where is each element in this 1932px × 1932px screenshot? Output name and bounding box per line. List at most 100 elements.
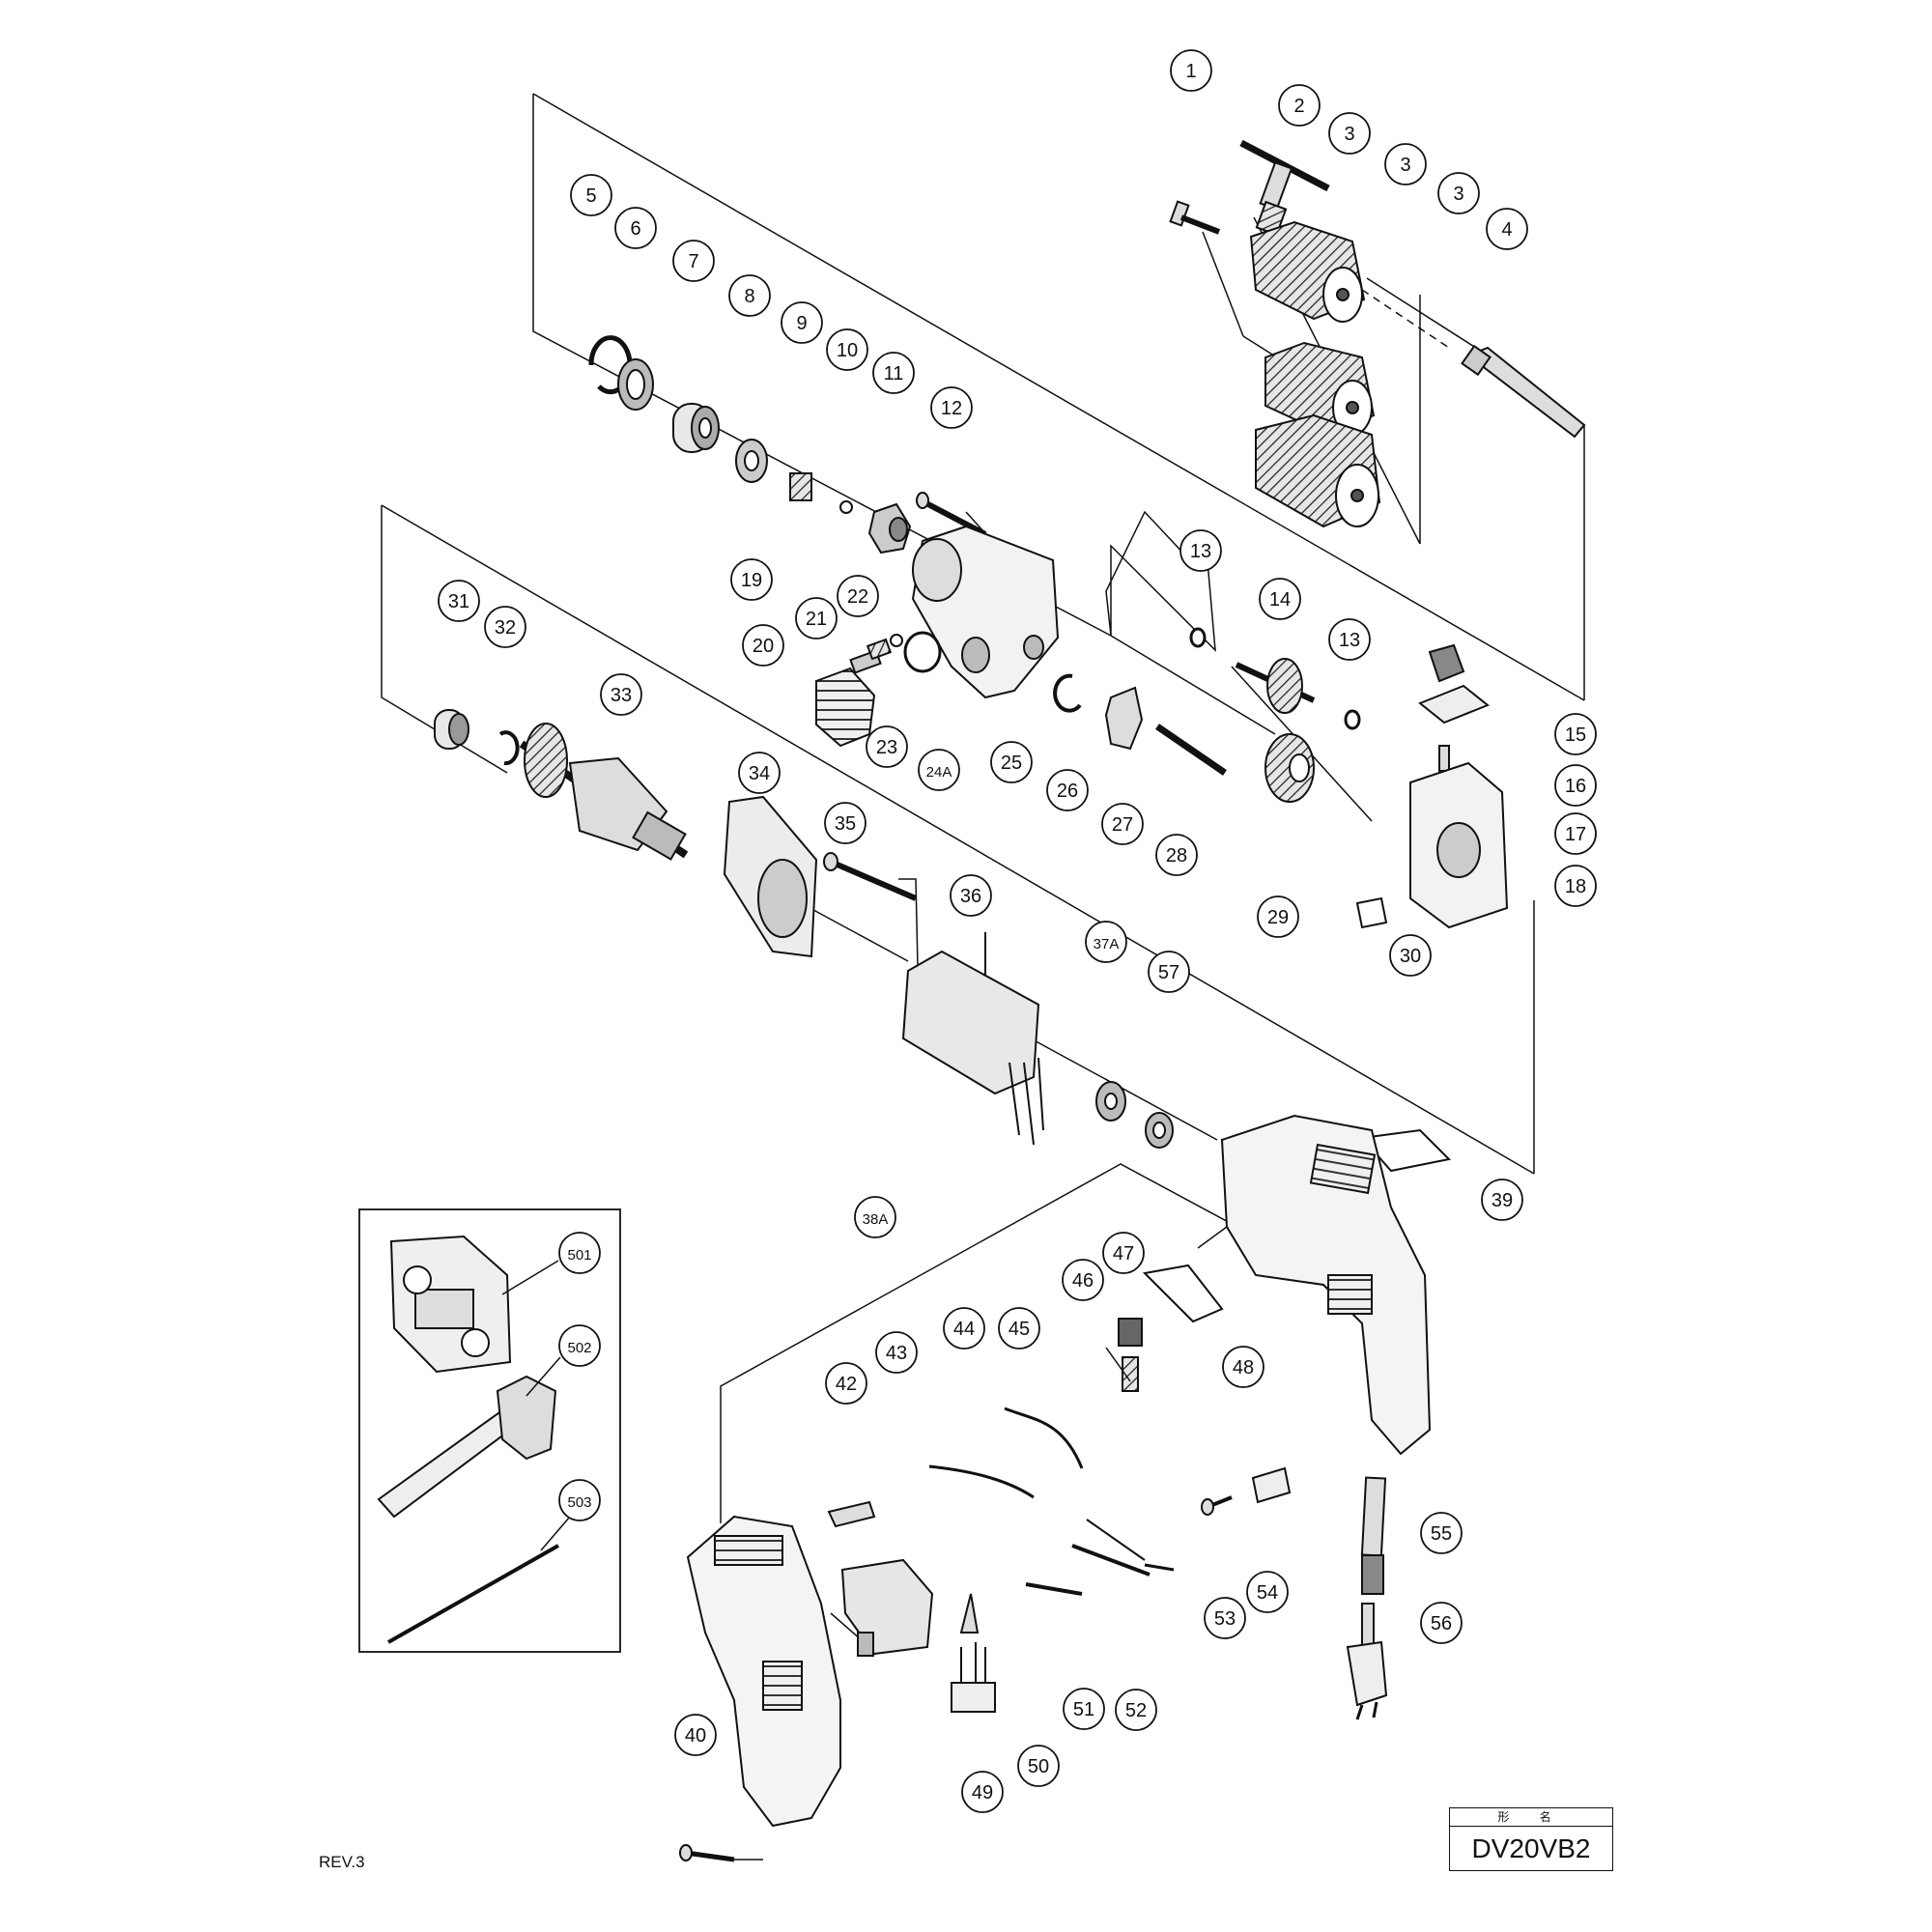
callout-8: 8: [728, 274, 771, 317]
callout-22: 22: [837, 575, 879, 617]
part-gear-29: [1264, 733, 1315, 803]
callout-23: 23: [866, 725, 908, 768]
callout-circle: [1062, 1259, 1104, 1301]
callout-circle: [1259, 578, 1301, 620]
part-label-39: [1360, 1128, 1452, 1173]
callout-circle: [1384, 143, 1427, 185]
part-side-handle-502: [377, 1375, 557, 1519]
callout-label: 39: [1492, 1190, 1513, 1211]
callout-circle: [918, 749, 960, 791]
part-stator: [901, 932, 1044, 1146]
callout-circle: [875, 1331, 918, 1374]
part-lever-27: [1104, 686, 1144, 751]
part-armature: [519, 723, 689, 861]
part-brush-47: [1118, 1318, 1143, 1347]
callout-label: 57: [1158, 962, 1179, 983]
part-housing-left: [686, 1515, 841, 1828]
callout-circle: [1257, 895, 1299, 938]
callout-label: 44: [953, 1319, 975, 1340]
callout-14: 14: [1259, 578, 1301, 620]
callout-label: 8: [744, 286, 754, 307]
callout-circle: [614, 207, 657, 249]
part-lead-52: [1071, 1519, 1175, 1577]
callout-label: 6: [630, 218, 640, 240]
callout-circle: [1101, 803, 1144, 845]
callout-30: 30: [1389, 934, 1432, 977]
part-pin-28: [1155, 724, 1227, 776]
callout-19: 19: [730, 558, 773, 601]
callout-circle: [558, 1324, 601, 1367]
callout-39: 39: [1481, 1179, 1523, 1221]
part-knob-20: [815, 667, 876, 748]
part-bearing-7: [672, 403, 720, 453]
callout-label: 11: [884, 363, 904, 384]
part-c-ring-26: [1053, 673, 1082, 713]
callout-label: 12: [941, 398, 962, 419]
callout-circle: [600, 673, 642, 716]
callout-label: 15: [1565, 724, 1586, 746]
callout-501: 501: [558, 1232, 601, 1274]
callout-label: 4: [1501, 219, 1512, 241]
callout-circle: [866, 725, 908, 768]
part-clip-42: [827, 1500, 876, 1528]
callout-circle: [854, 1196, 896, 1238]
callout-circle: [1554, 713, 1597, 755]
part-gear-cover: [911, 525, 1060, 699]
callout-circle: [1328, 112, 1371, 155]
part-retaining-ring-5: [588, 335, 633, 395]
callout-label: 25: [1001, 753, 1022, 774]
revision-label: REV.3: [319, 1853, 365, 1871]
callout-18: 18: [1554, 865, 1597, 907]
callout-50: 50: [1017, 1745, 1060, 1787]
callout-label: 50: [1028, 1756, 1049, 1777]
callout-label: 19: [741, 570, 762, 591]
callout-label: 38A: [863, 1211, 889, 1228]
callout-37A: 37A: [1085, 921, 1127, 963]
callout-circle: [1222, 1346, 1264, 1388]
part-gear-shaft-14: [1235, 658, 1316, 714]
callout-circle: [1420, 1512, 1463, 1554]
callout-5: 5: [570, 174, 612, 216]
callout-circle: [824, 802, 867, 844]
callout-circle: [1554, 764, 1597, 807]
callout-circle: [1148, 951, 1190, 993]
callout-label: 28: [1166, 845, 1187, 867]
part-screw-1: [1169, 200, 1221, 235]
callout-56: 56: [1420, 1602, 1463, 1644]
callout-47: 47: [1102, 1232, 1145, 1274]
callout-circle: [1437, 172, 1480, 214]
callout-circle: [730, 558, 773, 601]
callout-circle: [738, 752, 781, 794]
callout-49: 49: [961, 1771, 1004, 1813]
callout-55: 55: [1420, 1512, 1463, 1554]
callout-13: 13: [1328, 618, 1371, 661]
callout-circle: [837, 575, 879, 617]
callout-1: 1: [1170, 49, 1212, 92]
callout-3: 3: [1328, 112, 1371, 155]
callout-label: 33: [611, 685, 632, 706]
callout-circle: [795, 597, 838, 639]
callout-label: 13: [1190, 541, 1211, 562]
callout-label: 13: [1339, 630, 1360, 651]
callout-51: 51: [1063, 1688, 1105, 1730]
part-switch-knob-15: [1428, 643, 1465, 683]
callout-29: 29: [1257, 895, 1299, 938]
callout-label: 48: [1233, 1357, 1254, 1378]
accessory-box: [358, 1208, 621, 1653]
part-spring-22: [866, 638, 893, 661]
callout-circle: [943, 1307, 985, 1350]
callout-label: 53: [1214, 1608, 1236, 1630]
callout-label: 7: [688, 251, 698, 272]
callout-24A: 24A: [918, 749, 960, 791]
callout-label: 43: [886, 1343, 907, 1364]
callout-48: 48: [1222, 1346, 1264, 1388]
part-switch-43: [840, 1558, 934, 1657]
callout-label: 22: [847, 586, 868, 608]
part-screw-53: [1201, 1495, 1233, 1516]
part-chuck-key: [1239, 139, 1330, 237]
part-noise-suppressor-49: [951, 1642, 996, 1713]
callout-circle: [825, 1362, 867, 1405]
part-bearing-31: [434, 709, 469, 750]
